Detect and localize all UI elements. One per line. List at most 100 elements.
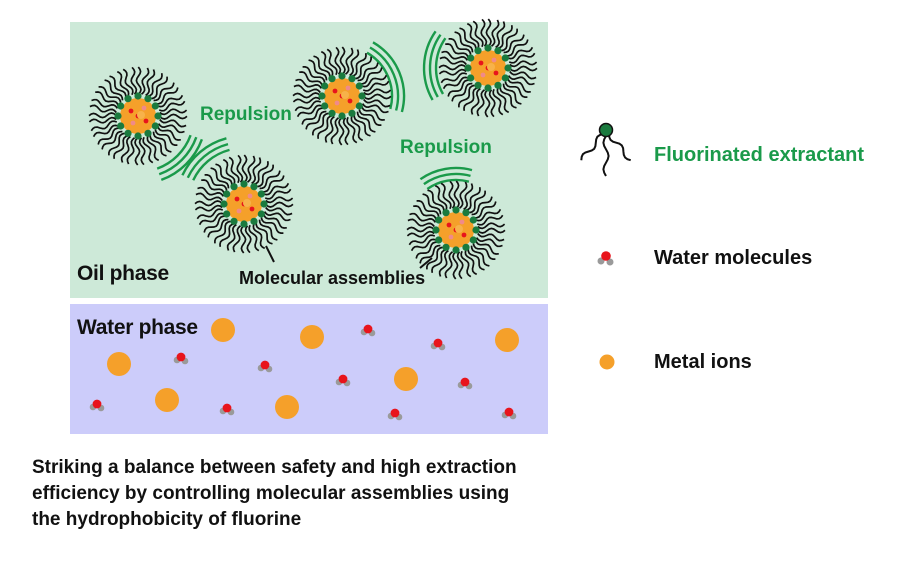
extractant-tail [508, 52, 536, 64]
extractant-tail [472, 20, 484, 48]
extractant-tail [507, 46, 534, 60]
extractant-tail [485, 18, 492, 47]
extractant-tail [201, 179, 226, 195]
core-water-molecule [236, 208, 242, 214]
head-group [230, 183, 238, 191]
extractant-tail [296, 104, 323, 118]
extractant-tail [120, 135, 131, 163]
oxygen-atom [176, 352, 186, 362]
extractant-tail [90, 120, 118, 132]
hydrogen-atom [606, 258, 614, 266]
extractant-tail [344, 47, 354, 75]
head-group [220, 200, 228, 208]
head-group [467, 54, 475, 62]
extractant-tail [452, 251, 459, 280]
extractant-tail [409, 212, 437, 223]
extractant-tail [149, 134, 167, 157]
head-group [250, 217, 258, 225]
extractant-tail [222, 158, 236, 185]
extractant-tail [153, 82, 175, 102]
extractant-tail [219, 222, 235, 247]
metal-ion [107, 352, 131, 376]
head-group [501, 74, 509, 82]
extractant-tail [501, 28, 518, 52]
oxygen-atom [390, 408, 400, 418]
head-group [348, 109, 356, 117]
head-group [117, 122, 125, 130]
extractant-tail [472, 243, 496, 260]
extractant-tail [251, 157, 262, 185]
core-metal-ion [137, 111, 145, 119]
water-phase-label: Water phase [77, 316, 198, 339]
core-water-molecule [491, 57, 497, 63]
extractant-tail [151, 76, 168, 100]
extractant-tail [442, 76, 469, 90]
extractant-tail [252, 223, 266, 250]
extractant-tail [95, 91, 120, 107]
water-molecule [257, 360, 273, 373]
extractant-tail [460, 250, 472, 278]
micelle [88, 66, 188, 166]
extractant-tail [104, 79, 124, 101]
extractant-tail [608, 133, 631, 162]
fluorinated-extractant-icon [580, 122, 631, 177]
extractant-tail [154, 129, 178, 146]
extractant-tail [355, 56, 372, 80]
extractant-tail [438, 249, 449, 277]
head-group [260, 200, 268, 208]
extractant-tail [138, 137, 146, 166]
extractant-tail [147, 73, 163, 98]
extractant-tail [113, 134, 129, 159]
metal-ion [300, 325, 324, 349]
extractant-tail [317, 114, 333, 139]
extractant-tail [358, 109, 382, 126]
repulsion-arc [426, 178, 470, 190]
extractant-tail [454, 31, 474, 53]
extractant-tail [134, 137, 141, 166]
extractant-tail [504, 81, 528, 98]
extractant-tail [509, 60, 538, 68]
head-group [462, 209, 470, 217]
extractant-tail [509, 70, 537, 80]
extractant-tail [507, 75, 535, 86]
extractant-tail [265, 201, 294, 208]
head-group [151, 122, 159, 130]
head-group [435, 236, 443, 244]
extractant-tail [470, 87, 481, 115]
head-group [452, 246, 460, 254]
core-metal-ion [487, 63, 495, 71]
extractant-tail [305, 110, 327, 130]
head-group [328, 75, 336, 83]
extractant-tail [495, 21, 506, 49]
core-water-molecule [480, 72, 486, 78]
extractant-tail [474, 239, 499, 255]
head-group [469, 216, 477, 224]
core-water-molecule [334, 100, 340, 106]
extractant-tail [353, 114, 371, 137]
assembly-pointer-line [265, 245, 275, 263]
head-group [598, 122, 614, 138]
head-group [338, 72, 346, 80]
extractant-tail [326, 48, 338, 76]
extractant-tail [451, 82, 473, 102]
head-group [151, 102, 159, 110]
extractant-tail [509, 65, 538, 72]
extractant-tail [244, 225, 252, 254]
extractant-tail [488, 89, 496, 118]
extractant-tail [265, 196, 294, 204]
repulsion-arc [181, 137, 227, 176]
extractant-tail [262, 175, 285, 193]
oxygen-atom [222, 403, 232, 413]
water-molecule [501, 407, 517, 420]
core-water-molecule [249, 206, 255, 212]
extractant-tail [109, 75, 127, 98]
legend-label-water-molecules: Water molecules [654, 247, 813, 269]
core-water-molecule [448, 234, 454, 240]
extractant-tail [292, 96, 321, 104]
micelle [438, 18, 538, 118]
metal-ion [394, 367, 418, 391]
extractant-tail [496, 87, 510, 114]
head-group [240, 180, 248, 188]
water-molecule-icon [597, 251, 614, 266]
